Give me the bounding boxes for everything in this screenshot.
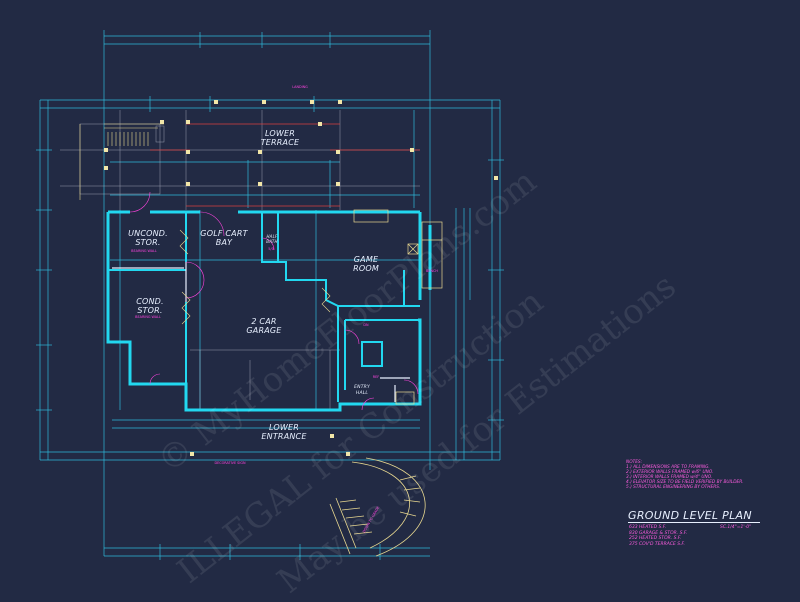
exterior-walls	[106, 210, 432, 412]
interior-walls	[108, 212, 420, 402]
general-notes: NOTES: 1.) ALL DIMENSIONS ARE TO FRAMING…	[626, 460, 744, 490]
room-label-game-room: GAME	[354, 255, 379, 264]
room-label-garage: 2 CAR	[251, 317, 276, 326]
upper-stair	[79, 123, 164, 200]
room-label-entry-hall: ENTRY	[354, 384, 371, 390]
note-item: 4.) ELEVATOR SIZE TO BE FIELD VERIFIED B…	[626, 480, 744, 485]
note-item: 5.) STRUCTURAL ENGINEERING BY OTHERS.	[626, 485, 721, 490]
room-label-lower-entrance: LOWER	[269, 423, 299, 432]
svg-text:BEARING WALL: BEARING WALL	[135, 315, 161, 319]
area-summary: 633 HEATED S.F. 830 GARAGE & STOR. S.F. …	[629, 525, 687, 547]
room-labels: LOWER TERRACE UNCOND. STOR. GOLF CART BA…	[128, 129, 379, 441]
partitions	[112, 262, 410, 402]
room-label-lower-terrace-2: TERRACE	[261, 138, 300, 147]
door-swings	[129, 191, 419, 411]
plan-title: GROUND LEVEL PLAN	[628, 509, 752, 522]
note-item: 2.) EXTERIOR WALLS FRAMED w/6" UNO.	[626, 470, 714, 475]
room-label-game-room-2: ROOM	[353, 264, 379, 273]
room-label-golf-cart-bay-2: BAY	[216, 238, 233, 247]
beam-lines	[150, 123, 420, 207]
side-bay	[353, 209, 443, 405]
room-label-entry-hall-2: HALL	[356, 390, 369, 396]
room-label-uncond-stor: UNCOND.	[128, 229, 168, 238]
title-underline	[628, 522, 760, 523]
plan-scale: SC.1/4"=1'-0"	[720, 525, 752, 530]
room-label-garage-2: GARAGE	[246, 326, 282, 335]
room-label-lower-entrance-2: ENTRANCE	[261, 432, 307, 441]
note-item: 3.) INTERIOR WALLS FRAMED w/4" UNO.	[626, 475, 713, 480]
room-label-cond-stor: COND.	[136, 297, 164, 306]
room-label-half-bath: HALF	[266, 234, 278, 239]
area-item: 633 HEATED S.F.	[629, 525, 667, 530]
dimension-lines	[36, 30, 504, 560]
svg-text:DN: DN	[363, 323, 369, 327]
wall-hatch	[179, 229, 331, 325]
notes-heading: NOTES:	[626, 460, 643, 465]
room-label-uncond-stor-2: STOR.	[135, 238, 160, 247]
svg-text:5/0: 5/0	[268, 247, 273, 251]
entry-markers	[190, 434, 350, 456]
area-item: 830 GARAGE & STOR. S.F.	[629, 530, 688, 536]
area-item: 252 HEATED STOR. S.F.	[629, 536, 682, 542]
svg-text:REF: REF	[373, 375, 379, 379]
note-item: 1.) ALL DIMENSIONS ARE TO FRAMING.	[626, 465, 710, 470]
svg-text:DECORATIVE SIGN: DECORATIVE SIGN	[215, 461, 246, 465]
area-item: 375 COV'D TERRACE S.F.	[629, 541, 685, 547]
room-label-cond-stor-2: STOR.	[137, 306, 162, 315]
column-posts	[104, 100, 498, 186]
entry-stair	[329, 457, 426, 557]
svg-text:BENCH: BENCH	[426, 269, 438, 273]
svg-text:BEARING WALL: BEARING WALL	[131, 249, 157, 253]
svg-text:LANDING: LANDING	[292, 85, 308, 89]
room-label-golf-cart-bay: GOLF CART	[200, 229, 248, 238]
room-label-lower-terrace: LOWER	[265, 129, 295, 138]
room-label-half-bath-2: BATH	[266, 239, 277, 244]
